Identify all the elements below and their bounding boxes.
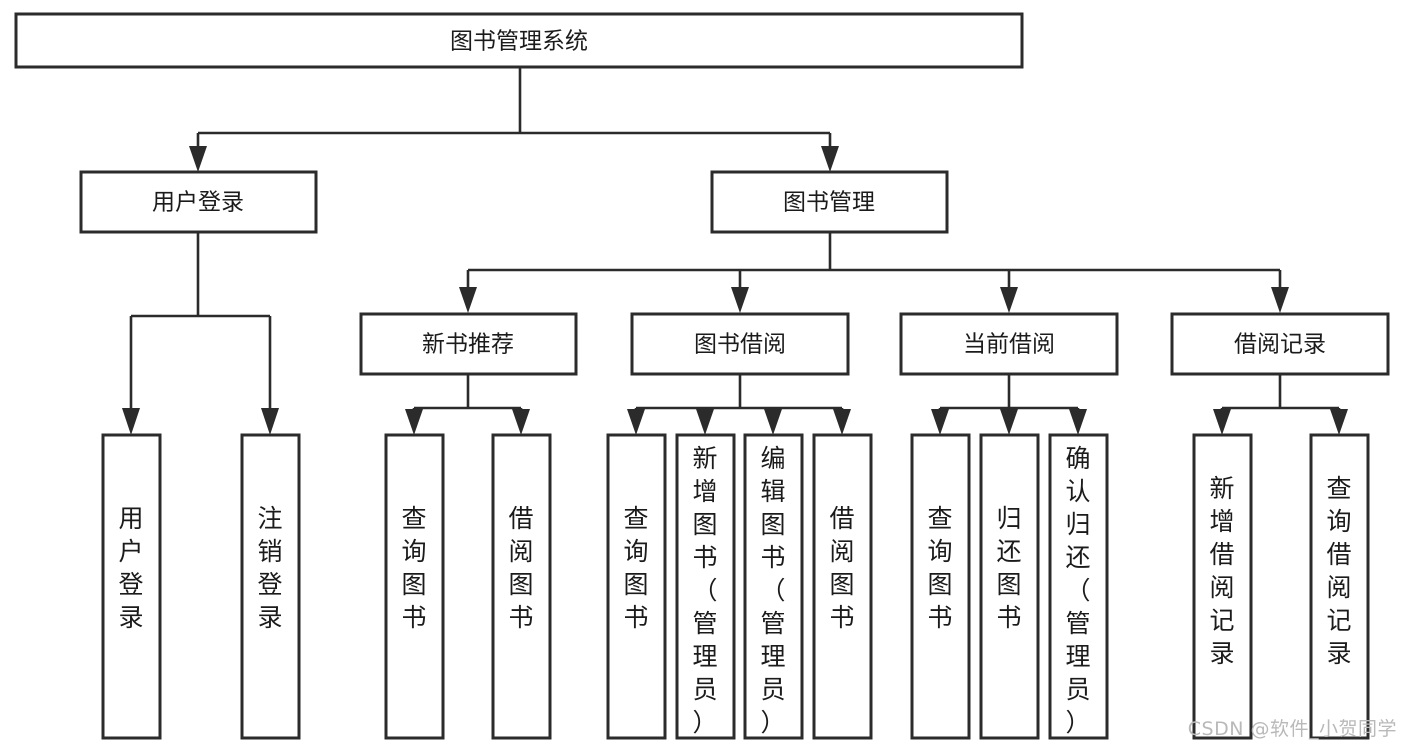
leaf-return-book-box[interactable] <box>979 433 1040 740</box>
leaf-query-record-box[interactable] <box>1309 433 1370 740</box>
leaf-add-book[interactable]: 新增图书（管理员） <box>675 433 736 740</box>
node-book-manage[interactable]: 图书管理 <box>710 170 949 234</box>
arrowhead-leaf-query-record <box>1330 409 1348 435</box>
arrowhead-leaf-query-book-1 <box>405 409 423 435</box>
arrowhead-borrow-record <box>1271 287 1289 313</box>
leaf-borrow-book-1-box[interactable] <box>491 433 552 740</box>
arrowhead-book-manage <box>821 146 839 172</box>
node-borrow-record[interactable]: 借阅记录 <box>1170 312 1390 376</box>
leaf-edit-book[interactable]: 编辑图书（管理员） <box>743 433 804 740</box>
node-book-manage-box[interactable] <box>710 170 949 234</box>
arrowhead-leaf-user-login <box>122 408 140 435</box>
leaf-user-logout-box[interactable] <box>240 433 301 740</box>
leaf-user-login-box[interactable] <box>101 433 162 740</box>
leaf-query-book-3-label: 查询图书 <box>927 504 952 632</box>
node-book-borrow[interactable]: 图书借阅 <box>630 312 850 376</box>
leaf-query-book-2-label: 查询图书 <box>623 504 648 632</box>
connector-group <box>122 67 1348 435</box>
leaf-user-logout-label: 注销登录 <box>257 504 282 632</box>
leaf-confirm-return-box[interactable] <box>1048 433 1109 740</box>
arrowhead-user-login <box>189 146 207 172</box>
arrowhead-current-borrow <box>1000 287 1018 313</box>
node-user-login-box[interactable] <box>79 170 318 234</box>
leaf-query-book-1-box[interactable] <box>384 433 445 740</box>
node-book-borrow-label: 图书借阅 <box>694 332 786 358</box>
arrowhead-book-borrow <box>731 287 749 313</box>
node-root-box[interactable] <box>14 12 1024 69</box>
leaf-borrow-book-2-label: 借阅图书 <box>829 504 854 632</box>
leaf-edit-book-label: 编辑图书（管理员） <box>760 444 785 737</box>
arrowhead-leaf-query-book-3 <box>931 409 949 435</box>
node-book-borrow-box[interactable] <box>630 312 850 376</box>
leaf-query-book-2[interactable]: 查询图书 <box>606 433 667 740</box>
node-user-login[interactable]: 用户登录 <box>79 170 318 234</box>
node-new-book-recommend-box[interactable] <box>359 312 578 376</box>
arrowhead-leaf-user-logout <box>261 408 279 435</box>
arrowhead-leaf-borrow-book-1 <box>512 409 530 435</box>
leaf-query-book-1-label: 查询图书 <box>401 504 426 632</box>
node-borrow-record-label: 借阅记录 <box>1234 332 1326 358</box>
node-new-book-recommend[interactable]: 新书推荐 <box>359 312 578 376</box>
leaf-add-book-box[interactable] <box>675 433 736 740</box>
leaf-borrow-book-2[interactable]: 借阅图书 <box>812 433 873 740</box>
node-current-borrow-box[interactable] <box>899 312 1119 376</box>
leaf-query-record[interactable]: 查询借阅记录 <box>1309 433 1370 740</box>
node-user-login-label: 用户登录 <box>152 190 244 216</box>
arrowhead-leaf-query-book-2 <box>627 409 645 435</box>
node-current-borrow-label: 当前借阅 <box>963 332 1055 358</box>
leaf-query-book-2-box[interactable] <box>606 433 667 740</box>
arrowhead-leaf-add-book <box>696 409 714 435</box>
leaf-user-login-label: 用户登录 <box>118 504 143 632</box>
leaf-query-book-1[interactable]: 查询图书 <box>384 433 445 740</box>
leaf-user-logout[interactable]: 注销登录 <box>240 433 301 740</box>
arrowhead-leaf-confirm-return <box>1069 409 1087 435</box>
node-root-label: 图书管理系统 <box>450 29 588 55</box>
leaf-borrow-book-1[interactable]: 借阅图书 <box>491 433 552 740</box>
arrowhead-leaf-add-record <box>1213 409 1231 435</box>
leaf-add-record-box[interactable] <box>1192 433 1253 740</box>
arrowhead-leaf-return-book <box>1000 409 1018 435</box>
leaf-borrow-book-1-label: 借阅图书 <box>508 504 533 632</box>
leaf-confirm-return-label: 确认归还（管理员） <box>1065 444 1090 737</box>
leaf-return-book-label: 归还图书 <box>996 504 1021 632</box>
leaf-edit-book-box[interactable] <box>743 433 804 740</box>
node-current-borrow[interactable]: 当前借阅 <box>899 312 1119 376</box>
leaf-borrow-book-2-box[interactable] <box>812 433 873 740</box>
leaf-query-record-label: 查询借阅记录 <box>1326 474 1351 668</box>
leaf-add-book-label: 新增图书（管理员） <box>692 444 717 737</box>
leaf-query-book-3[interactable]: 查询图书 <box>910 433 971 740</box>
node-new-book-recommend-label: 新书推荐 <box>422 332 514 358</box>
arrowhead-new-book-recommend <box>459 287 477 313</box>
leaf-add-record[interactable]: 新增借阅记录 <box>1192 433 1253 740</box>
leaf-add-record-label: 新增借阅记录 <box>1209 474 1234 668</box>
arrowhead-leaf-borrow-book-2 <box>833 409 851 435</box>
arrowhead-leaf-edit-book <box>764 409 782 435</box>
leaf-user-login[interactable]: 用户登录 <box>101 433 162 740</box>
node-book-manage-label: 图书管理 <box>783 190 875 216</box>
node-root[interactable]: 图书管理系统 <box>14 12 1024 69</box>
leaf-confirm-return[interactable]: 确认归还（管理员） <box>1048 433 1109 740</box>
node-borrow-record-box[interactable] <box>1170 312 1390 376</box>
leaf-query-book-3-box[interactable] <box>910 433 971 740</box>
leaf-return-book[interactable]: 归还图书 <box>979 433 1040 740</box>
